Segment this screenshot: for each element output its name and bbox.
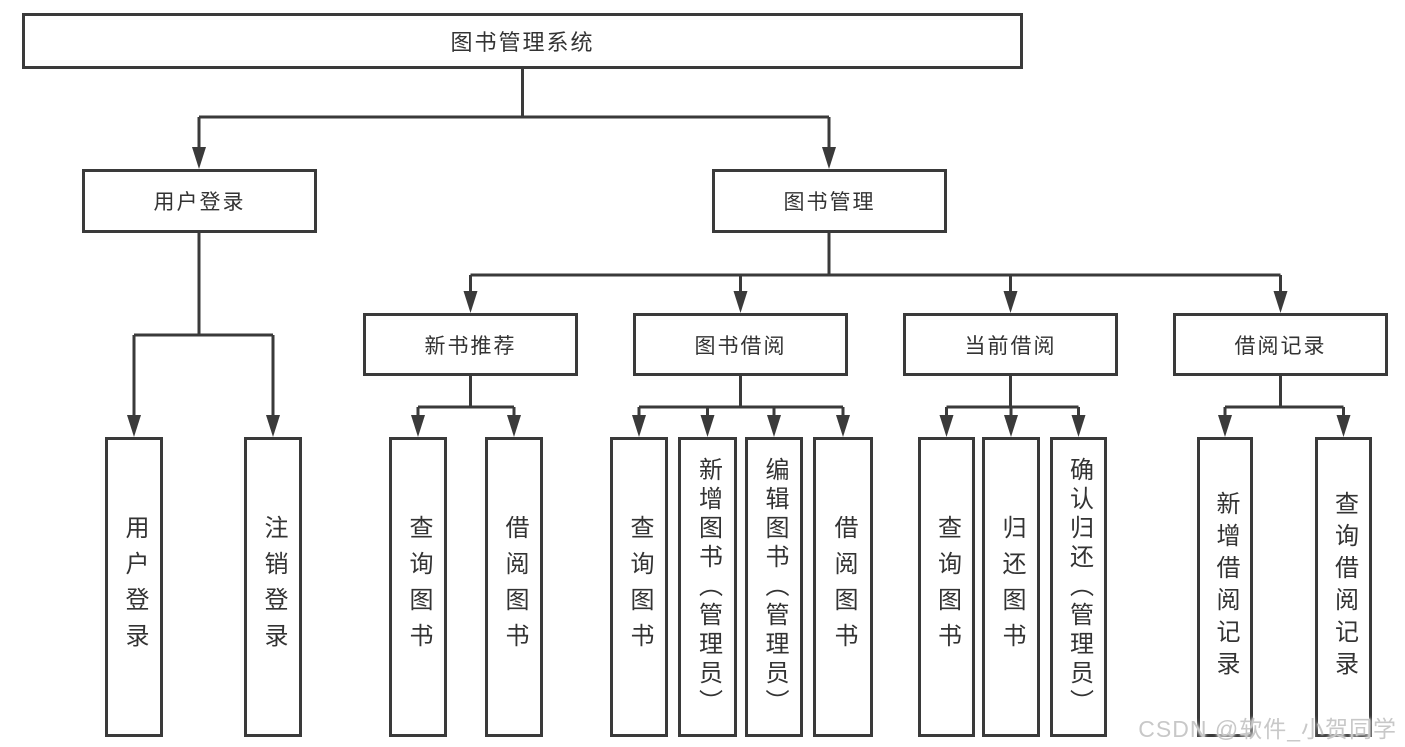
node-new-book-recommendation: 新书推荐 — [363, 313, 578, 376]
leaf-query-books-current: 查询图书 — [918, 437, 975, 737]
node-book-management: 图书管理 — [712, 169, 947, 233]
leaf-borrow-books-recommend: 借阅图书 — [485, 437, 543, 737]
leaf-query-books-recommend: 查询图书 — [389, 437, 447, 737]
leaf-logout: 注销登录 — [244, 437, 302, 737]
leaf-edit-books-admin: 编辑图书（管理员） — [745, 437, 803, 737]
csdn-watermark: CSDN @软件_小贺同学 — [1138, 716, 1397, 742]
leaf-confirm-return-admin: 确认归还（管理员） — [1050, 437, 1107, 737]
leaf-return-books: 归还图书 — [982, 437, 1040, 737]
node-borrowing-records: 借阅记录 — [1173, 313, 1388, 376]
node-library-management-system: 图书管理系统 — [22, 13, 1023, 69]
node-book-borrowing: 图书借阅 — [633, 313, 848, 376]
leaf-query-borrow-record: 查询借阅记录 — [1315, 437, 1372, 737]
leaf-user-login: 用户登录 — [105, 437, 163, 737]
leaf-add-books-admin: 新增图书（管理员） — [678, 437, 737, 737]
leaf-query-books-borrowing: 查询图书 — [610, 437, 668, 737]
leaf-borrow-books: 借阅图书 — [813, 437, 873, 737]
leaf-add-borrow-record: 新增借阅记录 — [1197, 437, 1253, 737]
node-current-borrowing: 当前借阅 — [903, 313, 1118, 376]
node-user-login: 用户登录 — [82, 169, 317, 233]
